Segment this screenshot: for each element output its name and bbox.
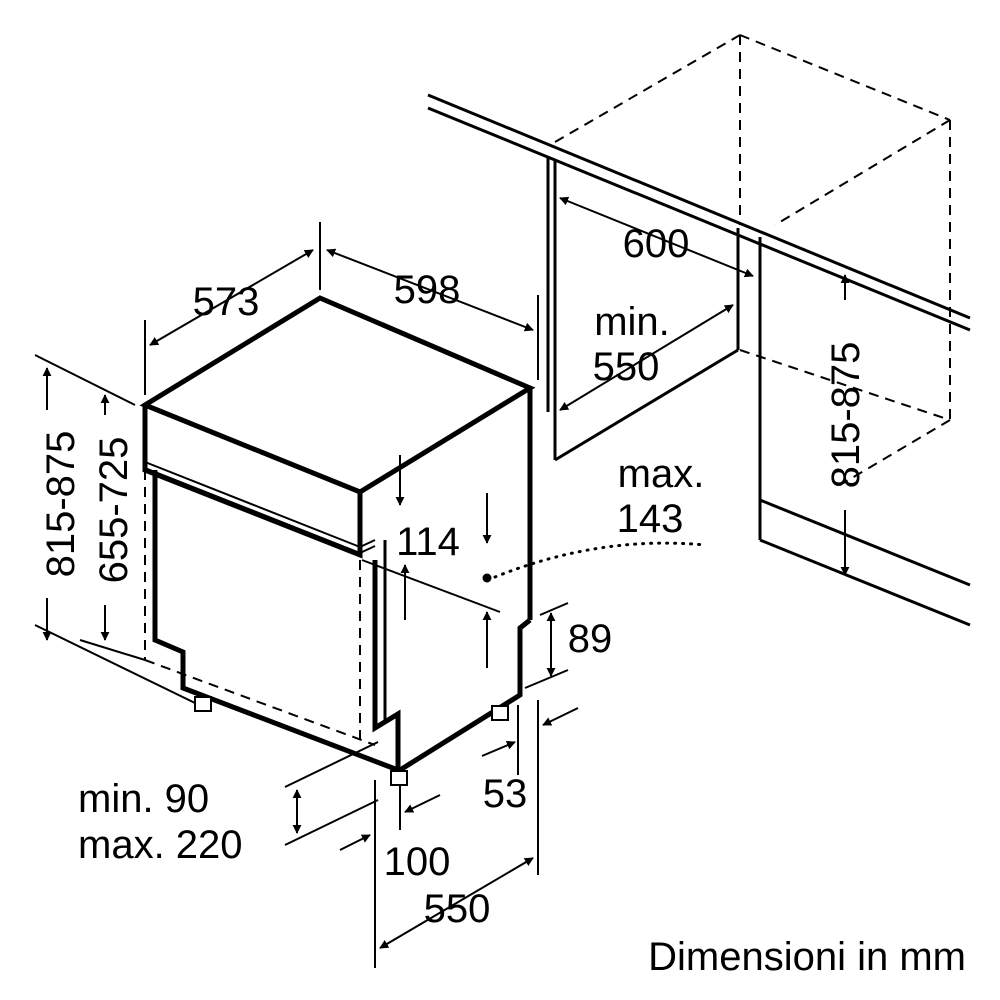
label-573: 573 <box>193 280 260 324</box>
label-815-875-left: 815-875 <box>39 431 83 578</box>
dimension-labels: 573 598 600 min. 550 max. 143 114 89 53 … <box>39 222 868 931</box>
label-550-depth: 550 <box>424 887 491 931</box>
label-max-220: max. 220 <box>78 823 243 867</box>
label-600: 600 <box>623 222 690 266</box>
label-min-90: min. 90 <box>78 777 209 821</box>
units-caption: Dimensioni in mm <box>648 935 966 979</box>
label-143: 143 <box>617 497 684 541</box>
label-53: 53 <box>483 772 528 816</box>
label-100: 100 <box>384 840 451 884</box>
label-min: min. <box>594 300 670 344</box>
label-598: 598 <box>394 268 461 312</box>
label-815-875-right: 815-875 <box>824 342 868 489</box>
adjustable-feet <box>194 696 509 786</box>
adjacent-cabinet-outline <box>554 34 951 486</box>
dimension-lines <box>34 196 850 968</box>
label-550-min: 550 <box>593 345 660 389</box>
label-114: 114 <box>396 520 460 564</box>
label-655-725: 655-725 <box>92 437 136 584</box>
dishwasher-body <box>139 295 536 773</box>
label-max: max. <box>618 452 705 496</box>
label-89: 89 <box>568 617 613 661</box>
